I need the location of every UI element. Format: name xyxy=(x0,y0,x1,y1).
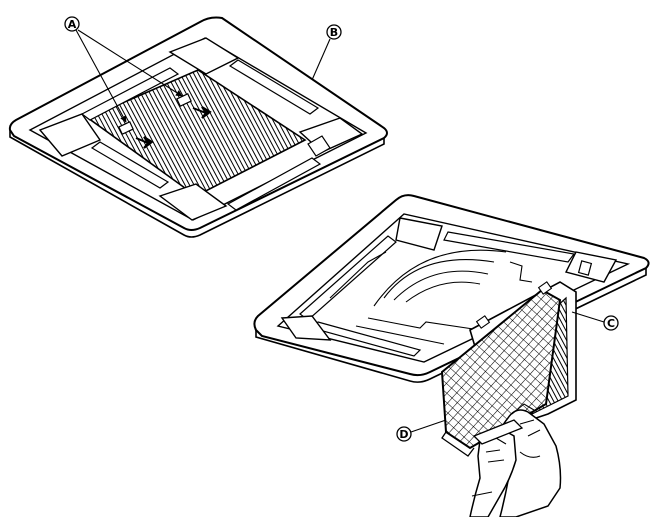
upper-corner-bottom xyxy=(158,183,228,221)
upper-inner-frame xyxy=(28,37,368,221)
callout-b: B xyxy=(311,24,342,81)
upper-side-tab xyxy=(307,135,331,157)
inner-fan-ring xyxy=(393,270,489,301)
inner-edge xyxy=(329,251,387,299)
upper-panel-edge xyxy=(9,130,385,238)
inner-bracket xyxy=(355,325,445,345)
hands xyxy=(469,403,562,517)
lower-panel-edge xyxy=(255,268,647,383)
filter-clip xyxy=(537,281,553,295)
lower-vane-top xyxy=(443,231,576,263)
filter-handle xyxy=(472,419,524,445)
upper-corner-left xyxy=(38,113,102,157)
lower-inner-frame xyxy=(276,213,631,363)
callout-d-label: D xyxy=(399,428,408,441)
lower-corner-left xyxy=(280,315,332,341)
upper-vane-top-left xyxy=(80,67,180,121)
callout-a: A xyxy=(64,16,183,123)
inner-bracket xyxy=(509,261,533,283)
intake-grille xyxy=(86,69,307,197)
upper-corner-top xyxy=(168,37,240,75)
callout-d: D xyxy=(396,419,447,442)
upper-cassette-unit xyxy=(8,16,388,238)
callout-c-label: C xyxy=(607,317,615,330)
lower-side-tab xyxy=(577,260,593,276)
inner-fan-ring xyxy=(373,249,507,307)
inner-bracket xyxy=(367,317,481,331)
callout-a-label: A xyxy=(68,18,77,31)
filter-edge xyxy=(441,431,475,457)
hand-left xyxy=(469,427,517,517)
callout-c: C xyxy=(571,311,619,331)
inner-fan-ring xyxy=(405,281,481,303)
slide-arrow xyxy=(135,136,154,149)
upper-vane-bottom-right xyxy=(226,157,322,211)
callout-b-label: B xyxy=(330,26,338,39)
slide-arrow xyxy=(192,106,212,119)
lower-outer-panel xyxy=(253,194,650,377)
lower-cassette-unit xyxy=(253,194,650,383)
inner-fan-ring xyxy=(383,259,495,299)
upper-vane-bottom-left xyxy=(90,141,170,189)
filter-clip xyxy=(475,315,491,329)
grille-latch xyxy=(118,121,134,135)
grille-latch xyxy=(176,93,192,107)
upper-vane-top-right xyxy=(228,59,320,115)
hand-right-fingers xyxy=(511,403,541,458)
lower-corner-top xyxy=(395,217,443,251)
